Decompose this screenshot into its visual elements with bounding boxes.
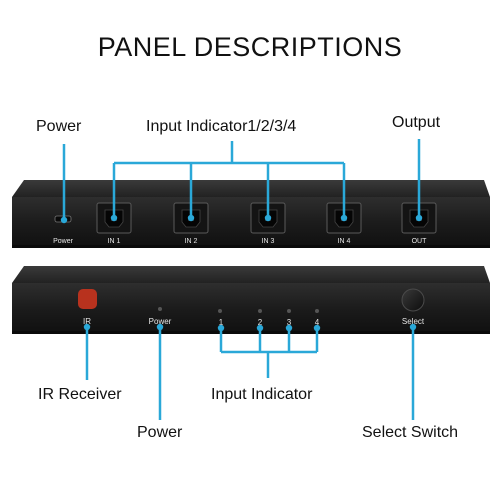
front-callout-lines: [85, 327, 415, 420]
in1-callout-dot: [110, 214, 118, 222]
led1-callout-dot: [217, 324, 225, 332]
in4-label: IN 4: [338, 238, 351, 245]
input-led-1: [218, 309, 222, 313]
front-callout-dots: [83, 323, 417, 332]
callout-power-top: Power: [36, 118, 82, 135]
led4-callout-dot: [313, 324, 321, 332]
led-1-label: 1: [219, 318, 224, 327]
power-callout-dot: [60, 216, 68, 224]
power-callout-dot-bottom: [156, 323, 164, 331]
in2-callout-dot: [187, 214, 195, 222]
led-2-label: 2: [258, 318, 263, 327]
power-port-label: Power: [53, 238, 74, 245]
input-led-3: [287, 309, 291, 313]
led-3-label: 3: [287, 318, 292, 327]
callout-power-bottom: Power: [137, 424, 183, 441]
in1-label: IN 1: [108, 238, 121, 245]
power-led: [158, 307, 162, 311]
callout-input-indicator-bottom: Input Indicator: [211, 386, 313, 403]
rear-panel: Power IN 1 IN 2 IN 3 IN 4: [12, 180, 490, 248]
in3-label: IN 3: [262, 238, 275, 245]
rear-callout-dots: [60, 214, 423, 224]
select-callout-dot: [409, 323, 417, 331]
in2-label: IN 2: [185, 238, 198, 245]
ir-label: IR: [83, 317, 91, 326]
callout-select-switch: Select Switch: [362, 424, 459, 441]
select-button[interactable]: [401, 288, 425, 312]
input-led-4: [315, 309, 319, 313]
front-power-label: Power: [149, 317, 172, 326]
rear-callout-lines: [62, 139, 421, 220]
page-title: PANEL DESCRIPTIONS: [97, 32, 403, 62]
out-label: OUT: [412, 238, 428, 245]
led-4-label: 4: [315, 318, 320, 327]
callout-output: Output: [392, 114, 441, 131]
led2-callout-dot: [256, 324, 264, 332]
ir-callout-dot: [83, 323, 91, 331]
in4-callout-dot: [340, 214, 348, 222]
led3-callout-dot: [285, 324, 293, 332]
callout-input-indicator-top: Input Indicator1/2/3/4: [146, 118, 297, 135]
in3-callout-dot: [264, 214, 272, 222]
ir-window: [78, 289, 97, 309]
out-callout-dot: [415, 214, 423, 222]
front-panel: IR Power 1 2 3 4 Select: [12, 266, 490, 334]
callout-ir-receiver: IR Receiver: [38, 386, 122, 403]
input-led-2: [258, 309, 262, 313]
select-label: Select: [402, 317, 425, 326]
